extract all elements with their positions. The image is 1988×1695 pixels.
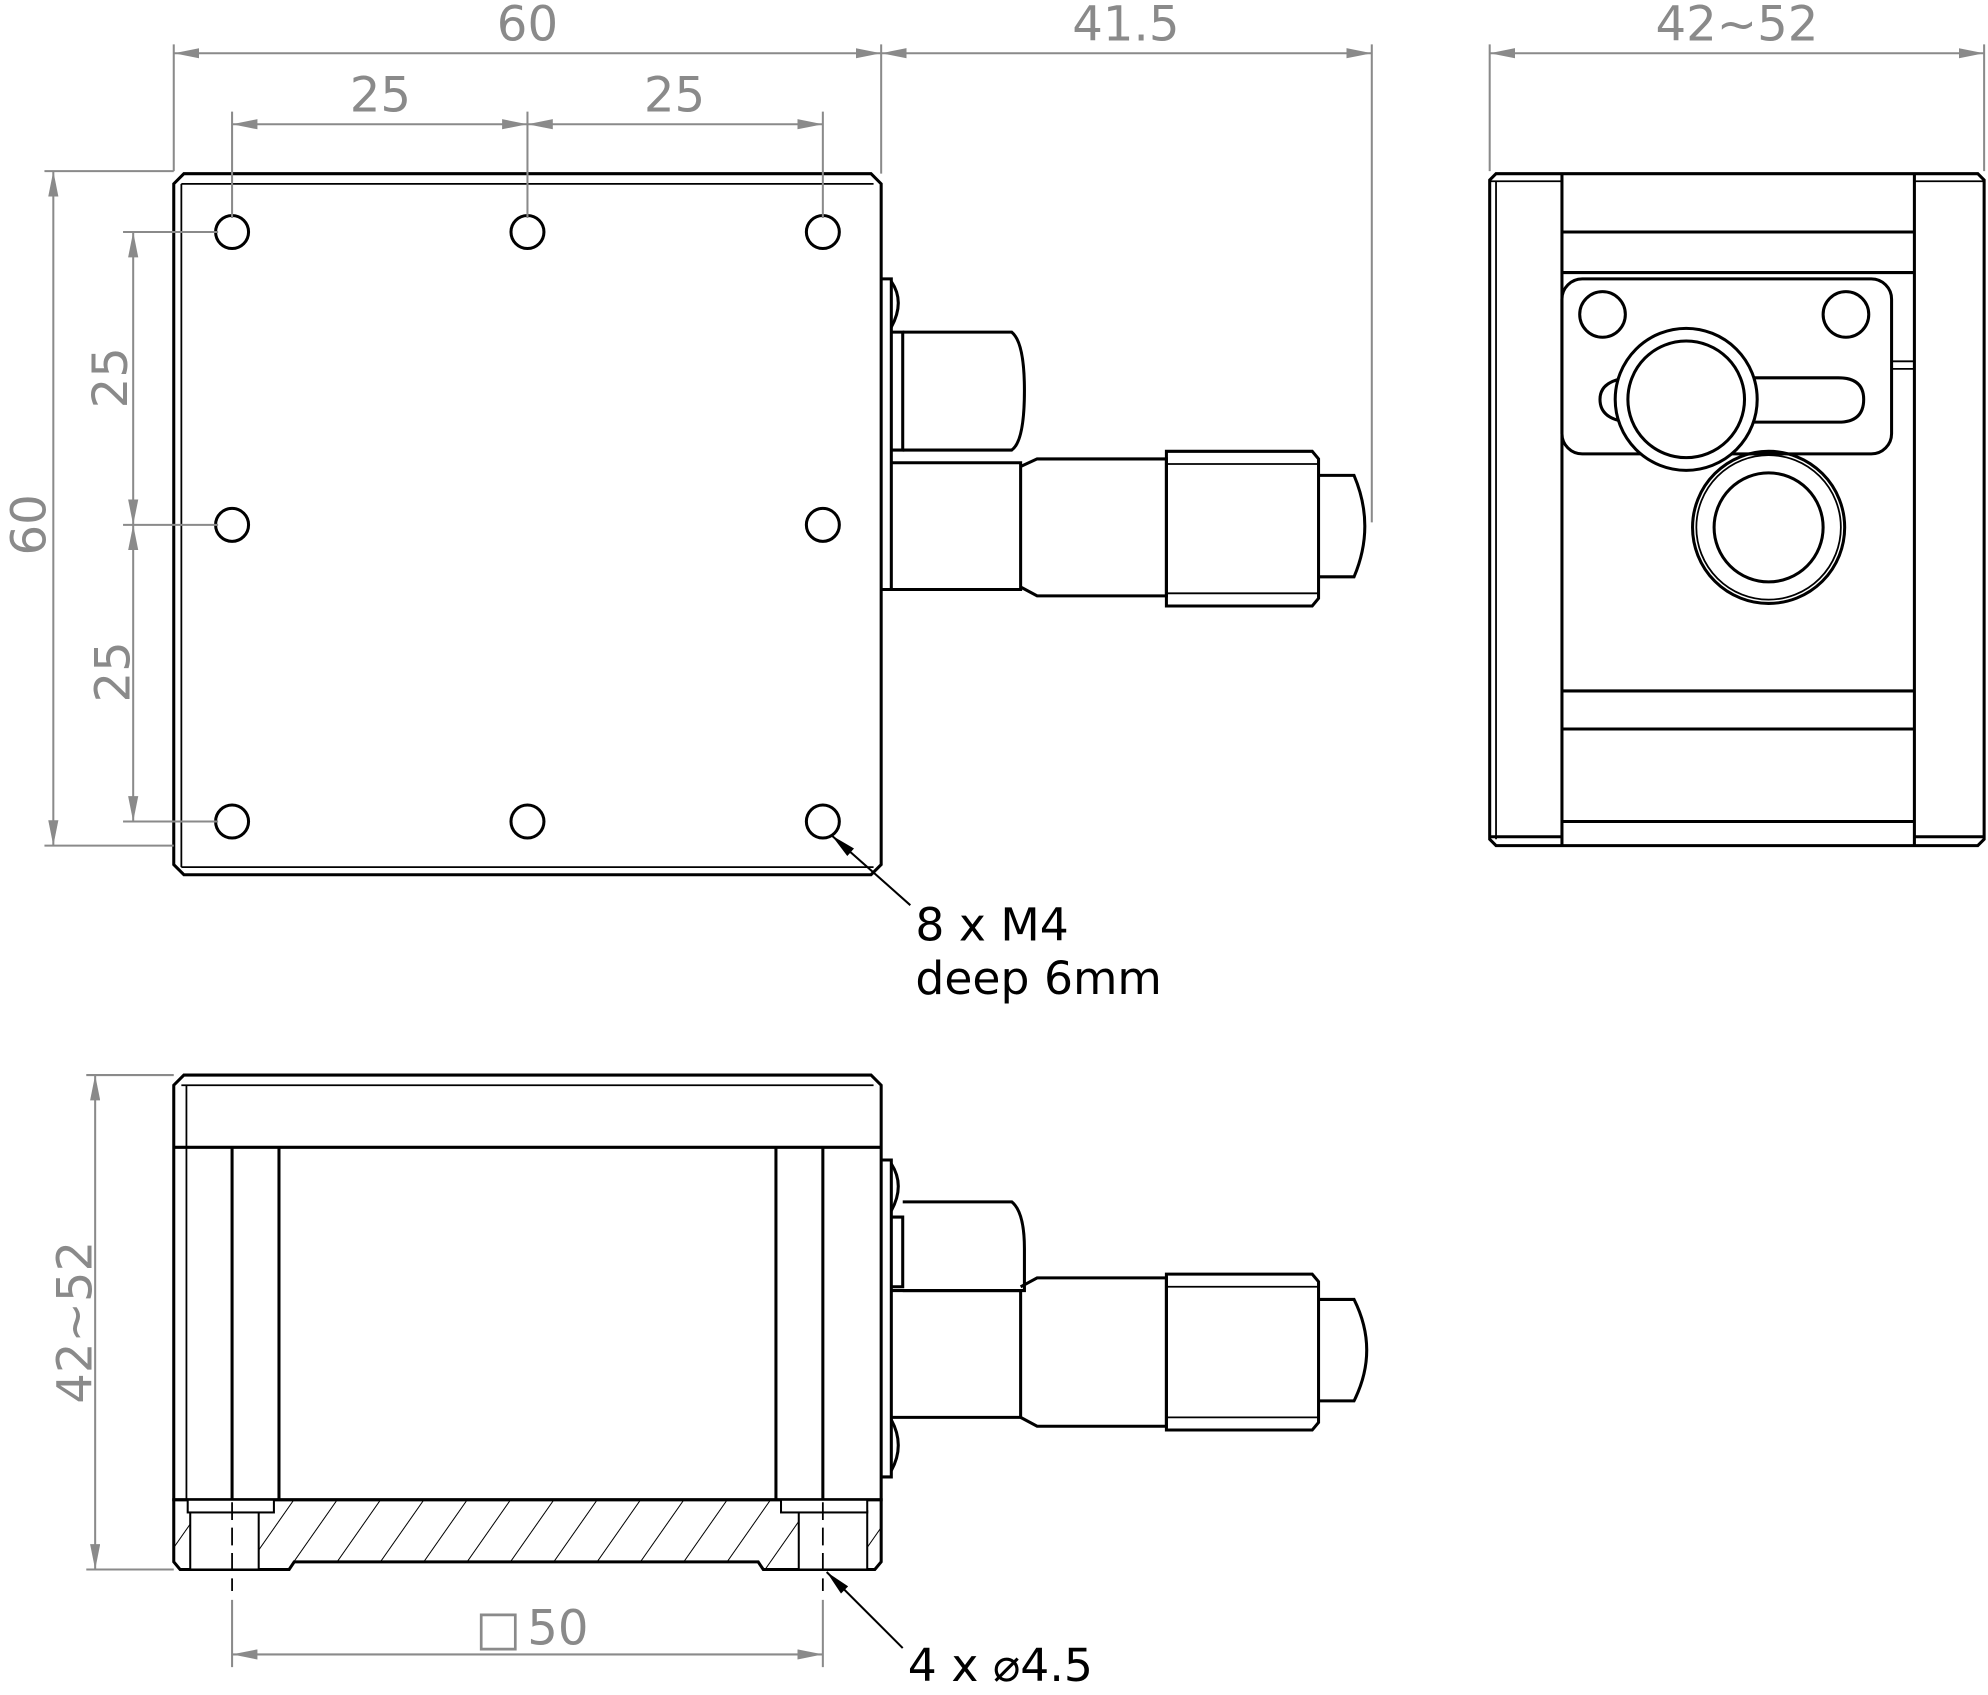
hole-note: 4 x ⌀4.5 bbox=[825, 1571, 1093, 1692]
micrometer-front bbox=[881, 1158, 1369, 1479]
dim-front-height: 42~52 bbox=[47, 1241, 103, 1404]
note-4x-dia-4-5: 4 x ⌀4.5 bbox=[908, 1639, 1093, 1692]
dim-pitch-y1: 25 bbox=[83, 347, 139, 408]
dim-pitch-y2: 25 bbox=[85, 641, 141, 702]
dim-side-width: 42~52 bbox=[1655, 0, 1818, 53]
dim-overhang-41-5: 41.5 bbox=[1072, 0, 1179, 53]
dim-height-60: 60 bbox=[2, 494, 58, 555]
top-view: 60 41.5 25 25 60 25 25 8 x M4 deep 6mm bbox=[2, 0, 1373, 1005]
side-view-dimensions: 42~52 bbox=[1488, 0, 1986, 172]
front-view-dimensions: 42~52 □ 50 bbox=[47, 1074, 824, 1668]
thread-note: 8 x M4 deep 6mm bbox=[831, 834, 1162, 1005]
front-view: 42~52 □ 50 4 x ⌀4.5 bbox=[47, 1073, 1369, 1692]
top-view-dimensions: 60 41.5 25 25 60 25 25 bbox=[2, 0, 1373, 847]
mounting-holes bbox=[214, 213, 841, 840]
note-8xm4: 8 x M4 bbox=[915, 899, 1068, 952]
note-deep-6mm: deep 6mm bbox=[915, 952, 1161, 1005]
dim-pitch-x2: 25 bbox=[644, 68, 705, 124]
dim-pitch-x1: 25 bbox=[350, 68, 411, 124]
dim-square-50: 50 bbox=[527, 1600, 588, 1656]
dim-square-symbol: □ bbox=[476, 1600, 522, 1656]
side-view: 42~52 bbox=[1488, 0, 1986, 848]
dim-width-60: 60 bbox=[497, 0, 558, 53]
micrometer-top bbox=[881, 277, 1367, 608]
